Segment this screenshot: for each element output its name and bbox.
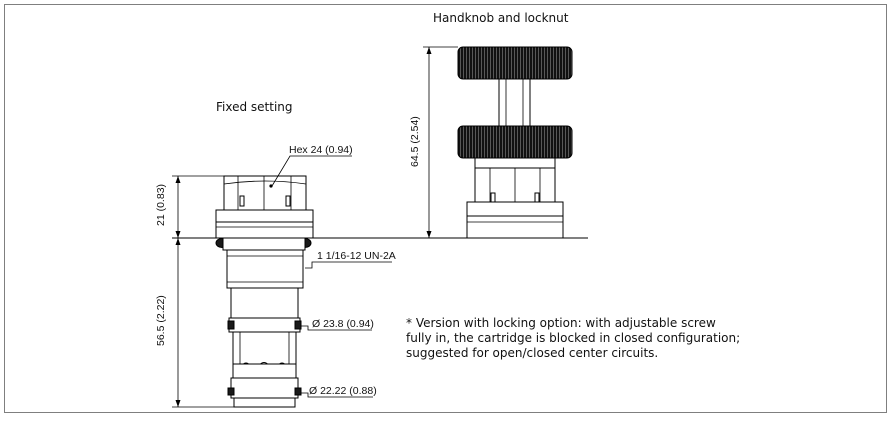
note-line-3: suggested for open/closed center circuit…	[406, 346, 658, 360]
locknut-knurl	[457, 125, 573, 159]
dimension-lines	[172, 46, 458, 408]
fixed-setting-title: Fixed setting	[216, 100, 293, 114]
handknob-height-label: 64.5 (2.54)	[409, 116, 421, 167]
note-line-2: fully in, the cartridge is blocked in cl…	[406, 331, 740, 345]
note-line-1: * Version with locking option: with adju…	[406, 316, 716, 330]
hex-size-label: Hex 24 (0.94)	[289, 144, 353, 156]
handknob-assembly	[457, 46, 573, 239]
thread-label: 1 1/16-12 UN-2A	[317, 250, 396, 262]
handknob-title: Handknob and locknut	[433, 11, 569, 25]
drawing-frame	[4, 4, 887, 413]
fixed-setting-cartridge	[215, 175, 314, 408]
handknob-knurl	[457, 46, 573, 80]
diameter-upper-label: Ø 23.8 (0.94)	[312, 318, 374, 330]
lower-height-label: 56.5 (2.22)	[155, 295, 167, 346]
upper-height-label: 21 (0.83)	[155, 184, 167, 226]
diameter-lower-label: Ø 22.22 (0.88)	[309, 385, 377, 397]
